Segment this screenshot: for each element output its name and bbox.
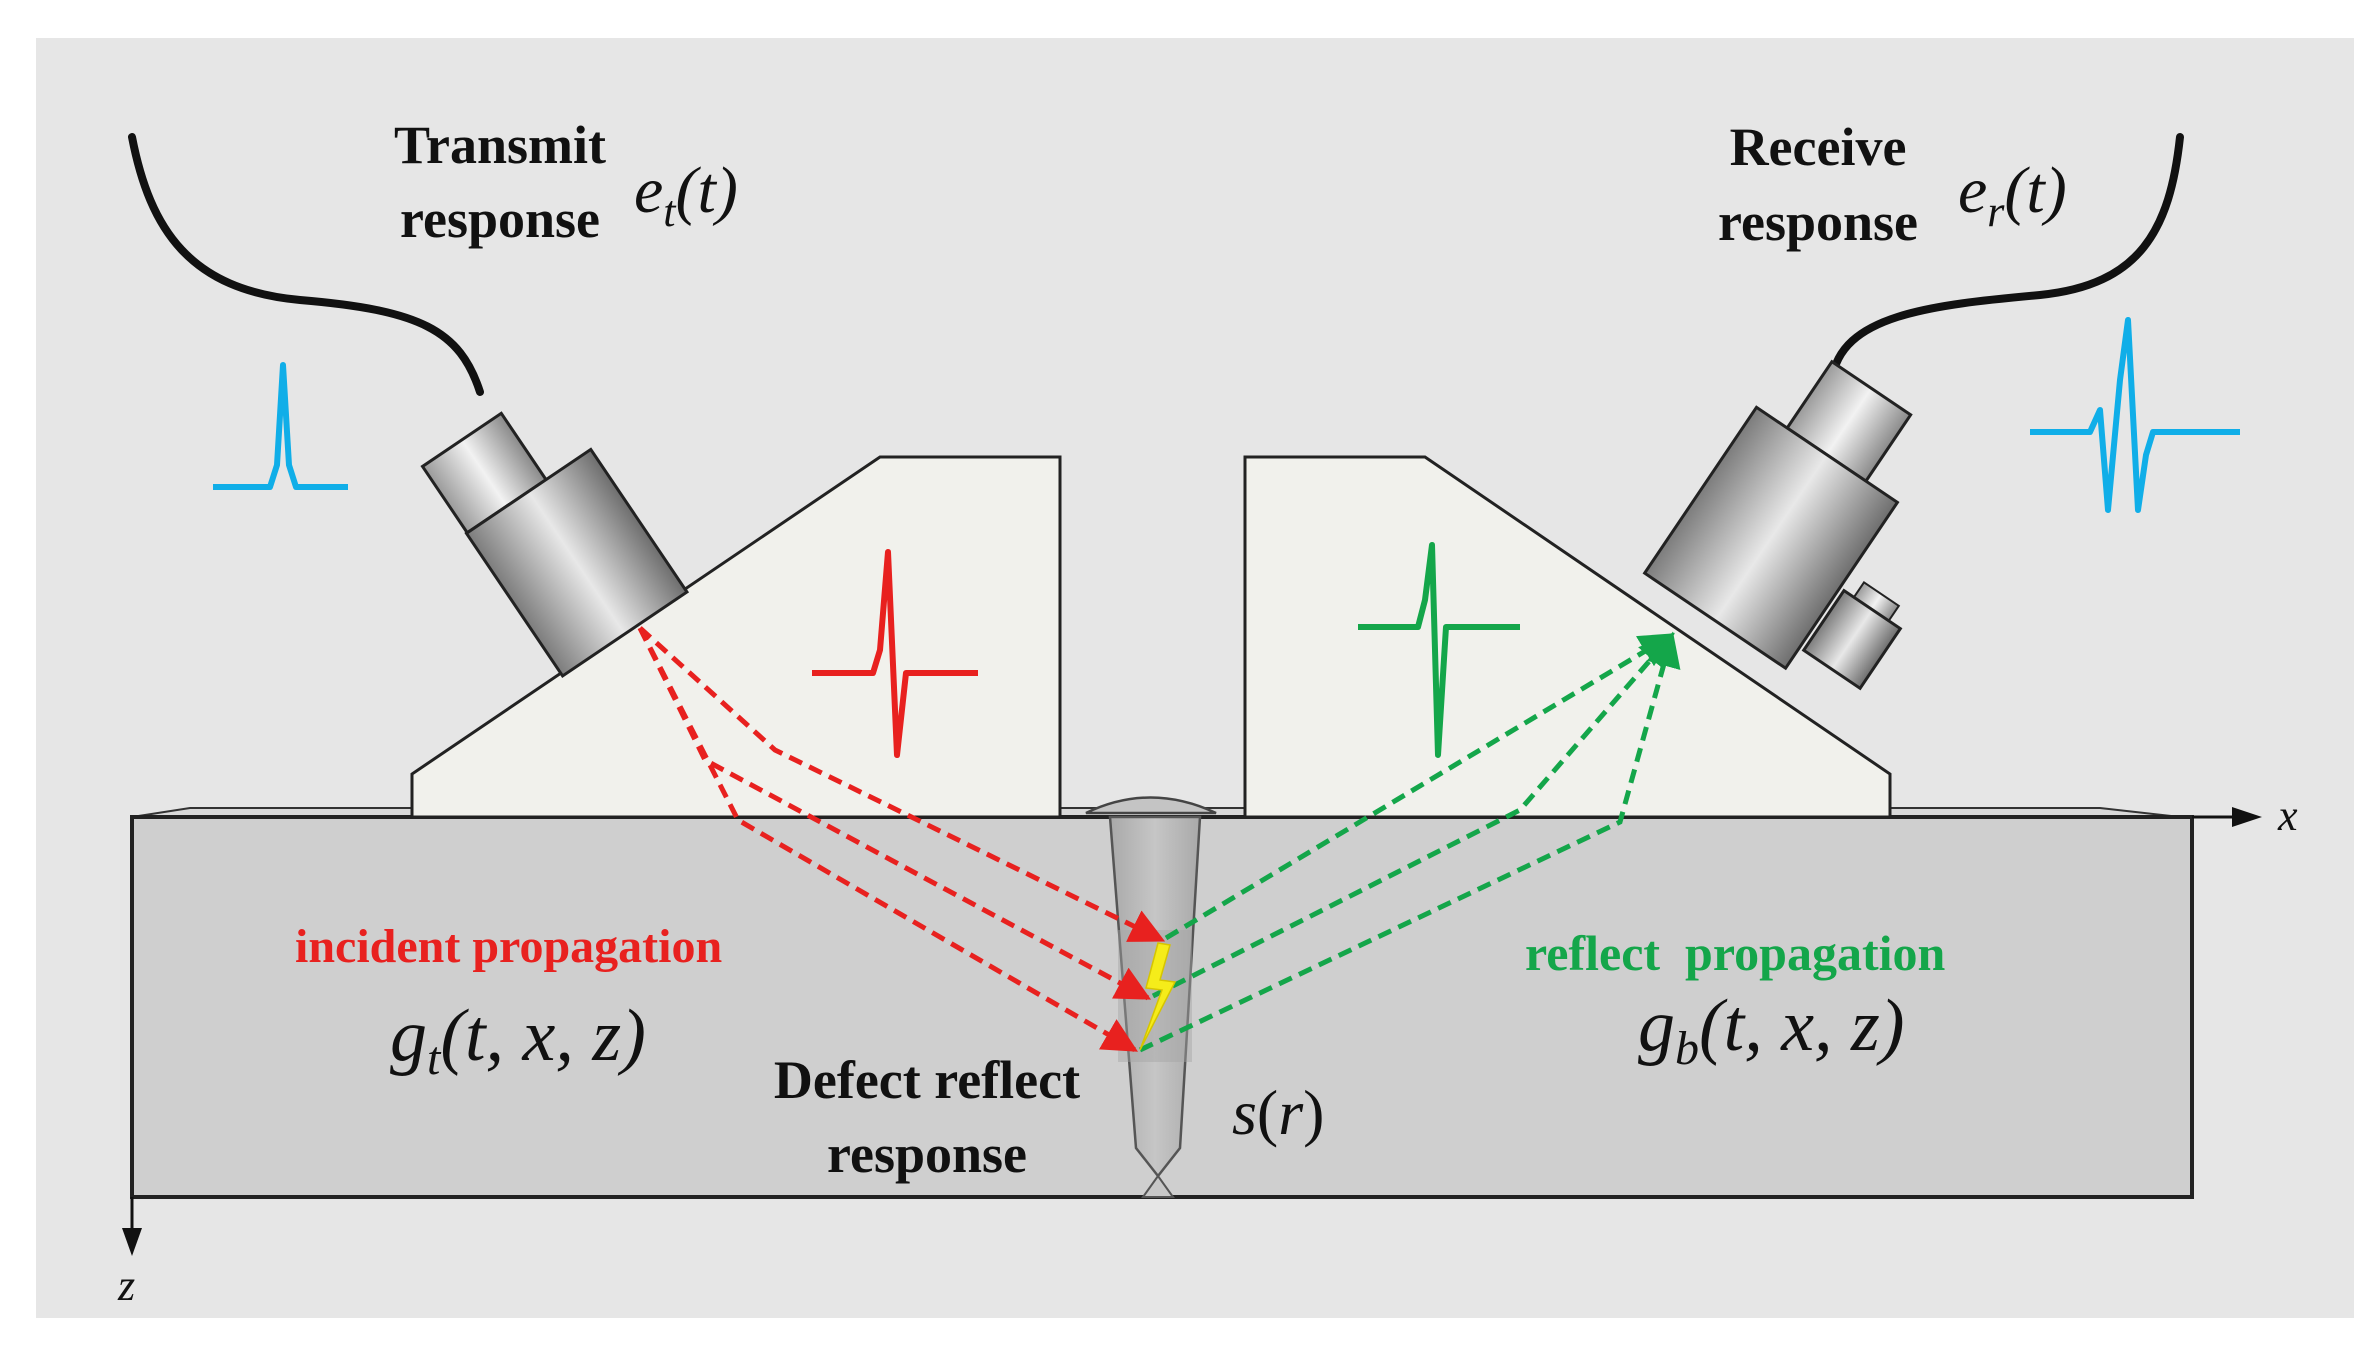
receive-echo-waveform	[2030, 317, 2240, 513]
incident-ray	[637, 626, 1139, 1053]
incident-waveform	[812, 549, 978, 758]
reflect-ray	[1164, 632, 1676, 941]
incident-ray	[638, 626, 1166, 943]
transmit-cable	[128, 133, 484, 396]
transmit-response-formula: et(t)	[634, 154, 738, 236]
reflect-waveform	[1358, 542, 1520, 758]
reflect-ray	[1151, 632, 1675, 999]
defect-title-line2: response	[827, 1124, 1027, 1184]
receive-response-formula: er(t)	[1958, 154, 2067, 236]
reflect-ray	[1138, 631, 1681, 1053]
x-axis	[2192, 807, 2262, 827]
reflect-propagation-formula: gb(t, x, z)	[1638, 985, 1905, 1075]
receive-cable	[1828, 133, 2184, 384]
transmit-title-line1: Transmit	[394, 115, 606, 175]
receive-probe-transducer-icon	[1642, 359, 1913, 691]
reflect-rays	[1138, 631, 1681, 1053]
receive-wedge	[1243, 455, 1892, 819]
transmit-title-line2: response	[400, 189, 600, 249]
defect-title-line1: Defect reflect	[774, 1050, 1080, 1110]
transmit-probe-transducer-icon	[420, 411, 690, 678]
incident-propagation-label: incident propagation	[295, 920, 722, 973]
receive-title-line1: Receive	[1730, 117, 1907, 177]
receive-title-line2: response	[1718, 192, 1918, 252]
x-axis-label: x	[2277, 791, 2298, 840]
incident-propagation-formula: gt(t, x, z)	[390, 995, 646, 1085]
reflect-propagation-label: reflect propagation	[1525, 925, 1946, 981]
z-axis	[122, 1197, 142, 1256]
defect-response-formula: s(r)	[1232, 1077, 1324, 1148]
transmit-pulse-waveform	[213, 362, 348, 490]
incident-rays	[637, 626, 1166, 1053]
defect-crack-icon	[1139, 942, 1177, 1051]
z-axis-label: z	[117, 1261, 135, 1310]
